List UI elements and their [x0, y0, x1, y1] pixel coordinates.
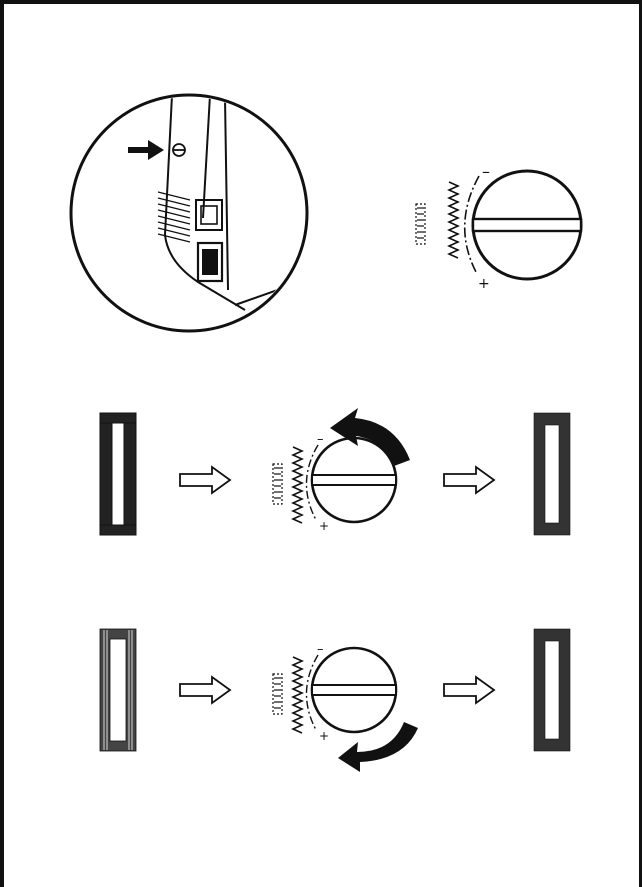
rotate-counterclockwise-icon: [330, 408, 410, 466]
dial-plus-label: +: [319, 519, 329, 533]
flow-arrow-icon: [179, 466, 231, 494]
adjustment-screw-icon: – +: [415, 162, 583, 292]
flow-arrow-icon: [179, 676, 231, 704]
stitch-preview-icon: [533, 628, 571, 752]
machine-closeup-icon: [69, 93, 309, 333]
adjustment-screw-icon: – +: [272, 432, 398, 533]
stitch-preview-icon: [99, 628, 137, 752]
stitch-preview-icon: [99, 412, 137, 536]
dial-minus-label: –: [317, 642, 324, 657]
flow-arrow-icon: [443, 676, 495, 704]
dial-plus-label: +: [478, 276, 490, 292]
stitch-preview-icon: [533, 412, 571, 536]
flow-arrow-icon: [443, 466, 495, 494]
rotate-clockwise-icon: [338, 722, 418, 772]
dial-minus-label: –: [482, 162, 490, 181]
dial-plus-label: +: [319, 729, 329, 743]
dial-minus-label: –: [317, 432, 324, 447]
adjustment-screw-icon: – +: [272, 642, 398, 743]
